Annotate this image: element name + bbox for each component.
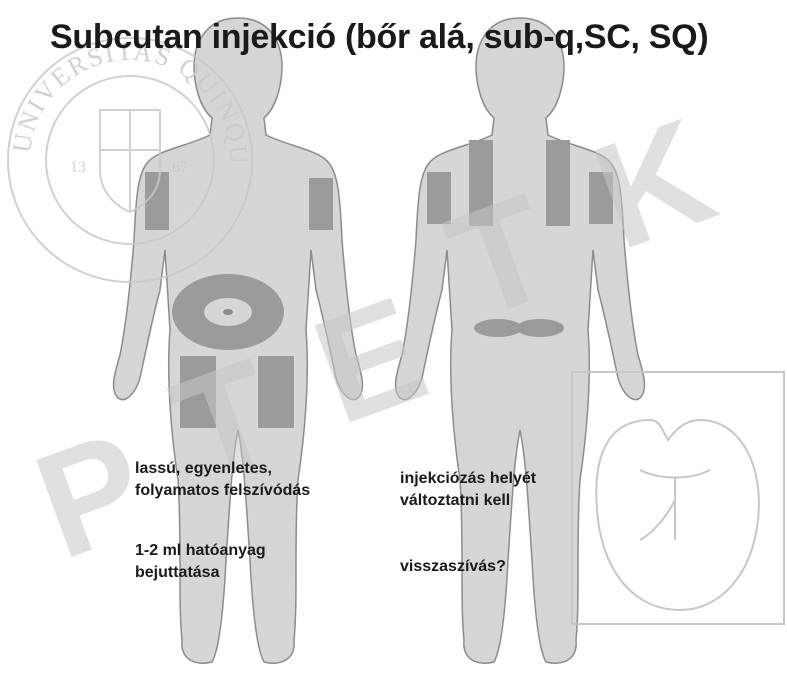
- site-rotation-note: injekciózás helyét változtatni kell: [400, 468, 536, 512]
- navel-icon: [223, 309, 233, 315]
- seal-year-left: 13: [70, 159, 86, 176]
- seal-year-right: 67: [172, 159, 188, 176]
- dose-note: 1-2 ml hatóanyag bejuttatása: [135, 540, 266, 584]
- front-right-arm-site: [309, 178, 333, 230]
- apple-outline-icon: [596, 420, 759, 610]
- aspiration-note: visszaszívás?: [400, 556, 506, 578]
- absorption-note: lassú, egyenletes, folyamatos felszívódá…: [135, 458, 310, 502]
- logo-frame: [572, 372, 784, 624]
- faculty-logo: [572, 372, 784, 624]
- front-left-arm-site: [145, 172, 169, 230]
- slide-title: Subcutan injekció (bőr alá, sub-q,SC, SQ…: [50, 18, 750, 57]
- figure-outline-icon: [640, 470, 710, 540]
- back-right-upper-site: [546, 140, 570, 226]
